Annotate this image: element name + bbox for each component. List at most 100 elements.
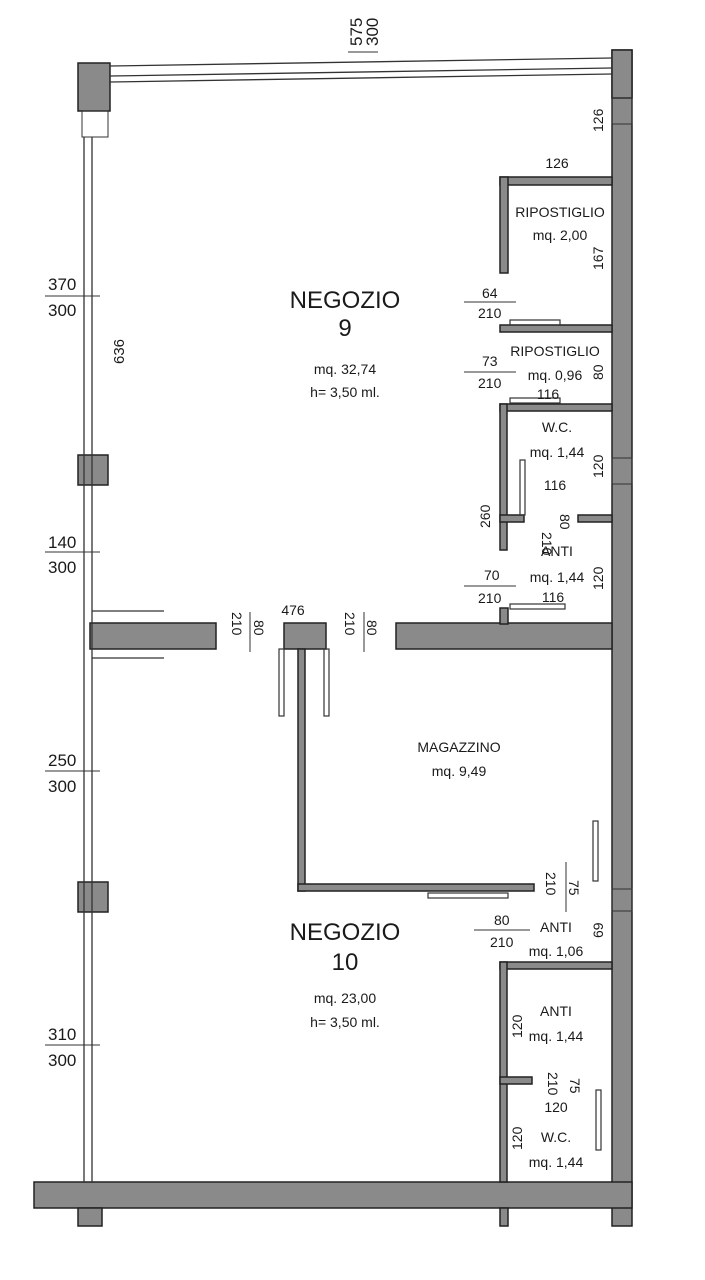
dim-69: 69 xyxy=(590,922,606,938)
dim-left1-height: 300 xyxy=(48,301,76,320)
dim-120b: 120 xyxy=(590,566,606,590)
dim-left2-height: 300 xyxy=(48,558,76,577)
room-negozio-10-height: h= 3,50 ml. xyxy=(310,1014,380,1030)
wall-mid-right xyxy=(395,622,613,650)
pillar-left-2 xyxy=(77,454,109,486)
door-leaf-2 xyxy=(323,648,330,717)
room-ripostiglio-2-area: mq. 0,96 xyxy=(528,367,583,383)
dim-260: 260 xyxy=(477,504,493,528)
room-negozio-9-name: NEGOZIO xyxy=(290,287,401,314)
room-negozio-9-area: mq. 32,74 xyxy=(314,361,376,377)
dim-120a: 120 xyxy=(590,454,606,478)
glazing-top-2 xyxy=(109,67,613,77)
wall-mid-left xyxy=(89,622,217,650)
wall-stub-1 xyxy=(77,1207,103,1227)
room-wc-1-name: W.C. xyxy=(542,419,572,435)
wall-stub-2 xyxy=(499,1207,509,1227)
wall-wc1-mid xyxy=(499,514,525,523)
wall-wc1-left xyxy=(499,403,508,551)
door-anti3-height: 210 xyxy=(545,1072,561,1096)
door-rip2-width: 73 xyxy=(482,353,498,369)
room-negozio-9-number: 9 xyxy=(338,315,351,342)
room-negozio-10-area: mq. 23,00 xyxy=(314,990,376,1006)
wall-mag-bottom xyxy=(297,883,535,892)
dim-116a: 116 xyxy=(537,386,560,402)
room-ripostiglio-2-name: RIPOSTIGLIO xyxy=(510,343,600,359)
hatch-4 xyxy=(611,888,633,912)
room-ripostiglio-1-name: RIPOSTIGLIO xyxy=(515,204,605,220)
dim-left3-width: 250 xyxy=(48,751,76,770)
dim-116c: 116 xyxy=(542,589,565,605)
dim-left3-height: 300 xyxy=(48,777,76,796)
room-ripostiglio-1-area: mq. 2,00 xyxy=(533,227,588,243)
room-negozio-10: NEGOZIO 10 mq. 23,00 h= 3,50 ml. xyxy=(290,919,401,1030)
door-anti1-height: 210 xyxy=(478,590,502,606)
wall-wc1-mid2 xyxy=(577,514,613,523)
door-leaf-6 xyxy=(509,603,566,610)
door-anti2-height: 210 xyxy=(490,934,514,950)
wall-anti1-bottom xyxy=(499,607,509,625)
glazing xyxy=(83,57,613,1182)
hatch-3 xyxy=(611,457,633,485)
door-leaf-8 xyxy=(592,820,599,882)
door-leaf-5 xyxy=(519,459,526,516)
dim-167: 167 xyxy=(590,246,606,270)
room-anti-3-name: ANTI xyxy=(540,1003,572,1019)
door-main1-height: 210 xyxy=(229,612,245,636)
door-main1-width: 80 xyxy=(251,620,267,636)
door-anti1-width: 70 xyxy=(484,567,500,583)
door-rip1-height: 210 xyxy=(478,305,502,321)
dim-main-doors: 476 210 80 210 80 xyxy=(229,602,380,652)
pillar-top-left xyxy=(77,62,111,112)
wall-right-outer xyxy=(611,49,633,1227)
hatch-2 xyxy=(611,97,633,125)
room-wc-1: W.C. mq. 1,44 120 116 260 210 80 xyxy=(477,419,606,556)
room-negozio-10-number: 10 xyxy=(332,949,359,976)
room-anti-2-name: ANTI xyxy=(540,919,572,935)
door-leaves xyxy=(278,319,602,1151)
room-magazzino-area: mq. 9,49 xyxy=(432,763,487,779)
wall-mag-left xyxy=(297,648,306,892)
pillars xyxy=(77,49,633,913)
dim-left1-width: 370 xyxy=(48,275,76,294)
room-wc-1-area: mq. 1,44 xyxy=(530,444,585,460)
wall-mid-center xyxy=(283,622,327,650)
room-wc-2: 120 W.C. mq. 1,44 xyxy=(509,1126,583,1170)
dim-window-top-width: 575 xyxy=(347,18,366,46)
walls xyxy=(33,49,633,1227)
room-negozio-9-height: h= 3,50 ml. xyxy=(310,384,380,400)
door-leaf-9 xyxy=(595,1089,602,1151)
wall-rip1-top xyxy=(499,176,613,186)
dim-120c: 120 xyxy=(509,1014,525,1038)
dim-left4-width: 310 xyxy=(48,1025,76,1044)
room-ripostiglio-1: 126 126 RIPOSTIGLIO mq. 2,00 167 64 210 xyxy=(464,108,606,321)
glazing-top-3 xyxy=(109,73,613,83)
room-negozio-10-name: NEGOZIO xyxy=(290,919,401,946)
hatch-1 xyxy=(81,110,109,138)
door-anti2-width: 80 xyxy=(494,912,510,928)
wall-anti2-top xyxy=(499,961,613,970)
wall-bottom xyxy=(33,1181,633,1209)
dim-636: 636 xyxy=(111,339,128,364)
dim-left-windows: 370 300 140 300 250 300 310 300 636 xyxy=(45,275,128,1070)
door-main2-height: 210 xyxy=(342,612,358,636)
pillar-top-right xyxy=(611,49,633,99)
dim-left2-width: 140 xyxy=(48,533,76,552)
room-magazzino: MAGAZZINO mq. 9,49 210 75 xyxy=(417,739,582,912)
dim-126b: 126 xyxy=(590,108,606,132)
room-anti-3-area: mq. 1,44 xyxy=(529,1028,584,1044)
dim-80a: 80 xyxy=(590,364,606,380)
door-mag-height: 210 xyxy=(543,872,559,896)
glazing-top-1 xyxy=(109,57,613,67)
room-magazzino-name: MAGAZZINO xyxy=(417,739,500,755)
room-wc-2-name: W.C. xyxy=(541,1129,571,1145)
door-leaf-3 xyxy=(509,319,561,326)
door-mag-width: 75 xyxy=(566,880,582,896)
room-anti-2-area: mq. 1,06 xyxy=(529,943,584,959)
pillar-hatches xyxy=(81,97,633,912)
door-leaf-4 xyxy=(509,397,561,404)
wall-rip-divider xyxy=(499,324,613,333)
wall-lower-left xyxy=(499,961,508,1183)
room-negozio-9: NEGOZIO 9 mq. 32,74 h= 3,50 ml. xyxy=(290,287,401,400)
